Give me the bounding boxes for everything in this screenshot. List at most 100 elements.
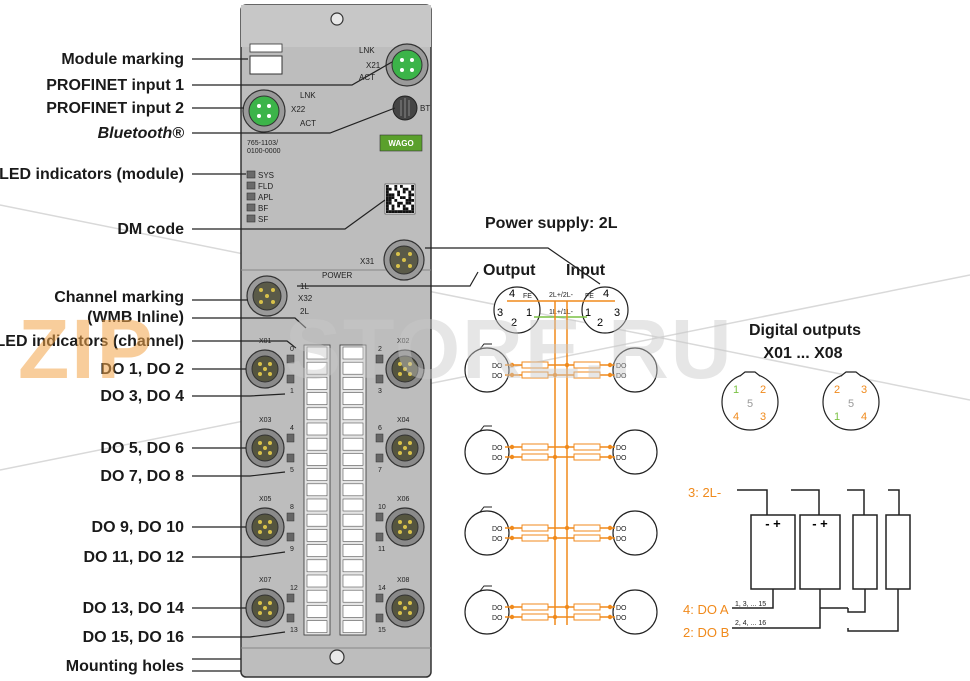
x31-label: X31 (360, 257, 375, 266)
port-label: X08 (397, 577, 410, 584)
power-label: POWER (322, 271, 352, 280)
do-label-out: DO (492, 615, 503, 622)
do-label-in: DO (616, 615, 627, 622)
channel-number: 5 (290, 467, 294, 474)
do-label-in: DO (616, 363, 627, 370)
label-do-3-4: DO 3, DO 4 (100, 388, 184, 405)
do-input-connector (612, 589, 658, 635)
channel-number: 15 (378, 627, 386, 634)
do-output-connector (464, 347, 510, 393)
wago-logo (379, 134, 423, 152)
led-fld (246, 181, 256, 190)
left-pin-1: 1 (733, 384, 739, 396)
leader-lines (192, 58, 396, 672)
channel-number: 12 (290, 585, 298, 592)
channel-number: 4 (290, 425, 294, 432)
label-profinet-input-2: PROFINET input 2 (46, 100, 184, 117)
label-module-marking: Module marking (61, 51, 184, 68)
port-label: X03 (259, 417, 272, 424)
x22-act-label: ACT (300, 119, 316, 128)
do-label-out: DO (492, 455, 503, 462)
schematic-plus-minus-1: - + (765, 516, 781, 531)
power-input-connector: 4 3 2 1 FE (581, 286, 629, 334)
label-channel-marking: Channel marking (54, 289, 184, 306)
label-mounting-holes: Mounting holes (66, 658, 184, 675)
do-label-in: DO (616, 536, 627, 543)
led-label-sf: SF (258, 215, 268, 224)
do-label-out: DO (492, 363, 503, 370)
channel-marking-strips (303, 344, 367, 636)
pin-4-in: 4 (603, 288, 609, 300)
label-do-1-2: DO 1, DO 2 (100, 361, 184, 378)
schematic-even-channels: 2, 4, ... 16 (735, 620, 766, 627)
fe-out-label: FE (523, 293, 532, 300)
power-output-connector: 4 3 2 1 FE (493, 286, 541, 334)
do-wiring-row: DO DO DO DO (464, 506, 658, 556)
do-label-in: DO (616, 455, 627, 462)
x22-label: X22 (291, 105, 306, 114)
channel-number: 9 (290, 546, 294, 553)
pin-2-in: 2 (597, 317, 603, 329)
label-led-module: LED indicators (module) (0, 166, 184, 183)
do-input-connector (612, 510, 658, 556)
x22-connector: LNK X22 ACT (242, 89, 316, 133)
label-do-13-14: DO 13, DO 14 (83, 600, 184, 617)
schematic-pin3: 3: 2L- (688, 485, 721, 500)
watermark-right: STORE.RU (285, 302, 734, 396)
supply-bottom-label: 1L+/1L- (549, 309, 574, 316)
do-label-out: DO (492, 605, 503, 612)
label-do-15-16: DO 15, DO 16 (83, 629, 184, 646)
pin-4-out: 4 (509, 288, 515, 300)
port-label: X06 (397, 496, 410, 503)
right-pin-3: 3 (861, 384, 867, 396)
x32-label: X32 (298, 294, 313, 303)
channel-number: 2 (378, 346, 382, 353)
led-label-bf: BF (258, 204, 268, 213)
left-labels: Module marking PROFINET input 1 PROFINET… (0, 51, 184, 675)
do-pinout-right: 2 3 5 1 4 (822, 371, 880, 431)
schematic-pin2: 2: DO B (683, 625, 729, 640)
do-input-connector (612, 429, 658, 475)
do-pinout-left: 1 2 5 4 3 (721, 371, 779, 431)
module-marking (249, 43, 283, 75)
port-label: X05 (259, 496, 272, 503)
part-number-1: 765-1103/ (247, 140, 278, 147)
port-label: X07 (259, 577, 272, 584)
pin-1-out: 1 (526, 307, 532, 319)
label-led-channel: LED indicators (channel) (0, 333, 184, 350)
right-pin-2: 2 (834, 384, 840, 396)
do-output-connector (464, 429, 510, 475)
do-label-in: DO (616, 526, 627, 533)
do-label-in: DO (616, 445, 627, 452)
led-bf (246, 203, 256, 212)
schematic-odd-channels: 1, 3, ... 15 (735, 601, 766, 608)
channel-number: 11 (378, 546, 385, 553)
do-label-out: DO (492, 526, 503, 533)
label-do-11-12: DO 11, DO 12 (84, 549, 185, 566)
watermark-left: ZIP (18, 302, 155, 396)
do-label-out: DO (492, 373, 503, 380)
bottom-mounting-hole (329, 649, 345, 665)
wiring-diagram: Power supply: 2L Output Input 4 3 2 1 FE… (297, 215, 658, 635)
do-label-out: DO (492, 445, 503, 452)
channel-number: 13 (290, 627, 298, 634)
digital-outputs-pinout: Digital outputs X01 ... X08 1 2 5 4 3 2 … (721, 322, 880, 431)
left-pin-5: 5 (747, 398, 753, 410)
label-profinet-input-1: PROFINET input 1 (46, 77, 184, 94)
bluetooth-knob: BT (392, 95, 430, 121)
fe-in-label: FE (585, 293, 594, 300)
led-label-fld: FLD (258, 182, 273, 191)
do-label-out: DO (492, 536, 503, 543)
pin-3-in: 3 (614, 307, 620, 319)
watermark: ZIP STORE.RU (18, 302, 734, 396)
label-do-9-10: DO 9, DO 10 (92, 519, 185, 536)
x21-act-label: ACT (359, 73, 375, 82)
